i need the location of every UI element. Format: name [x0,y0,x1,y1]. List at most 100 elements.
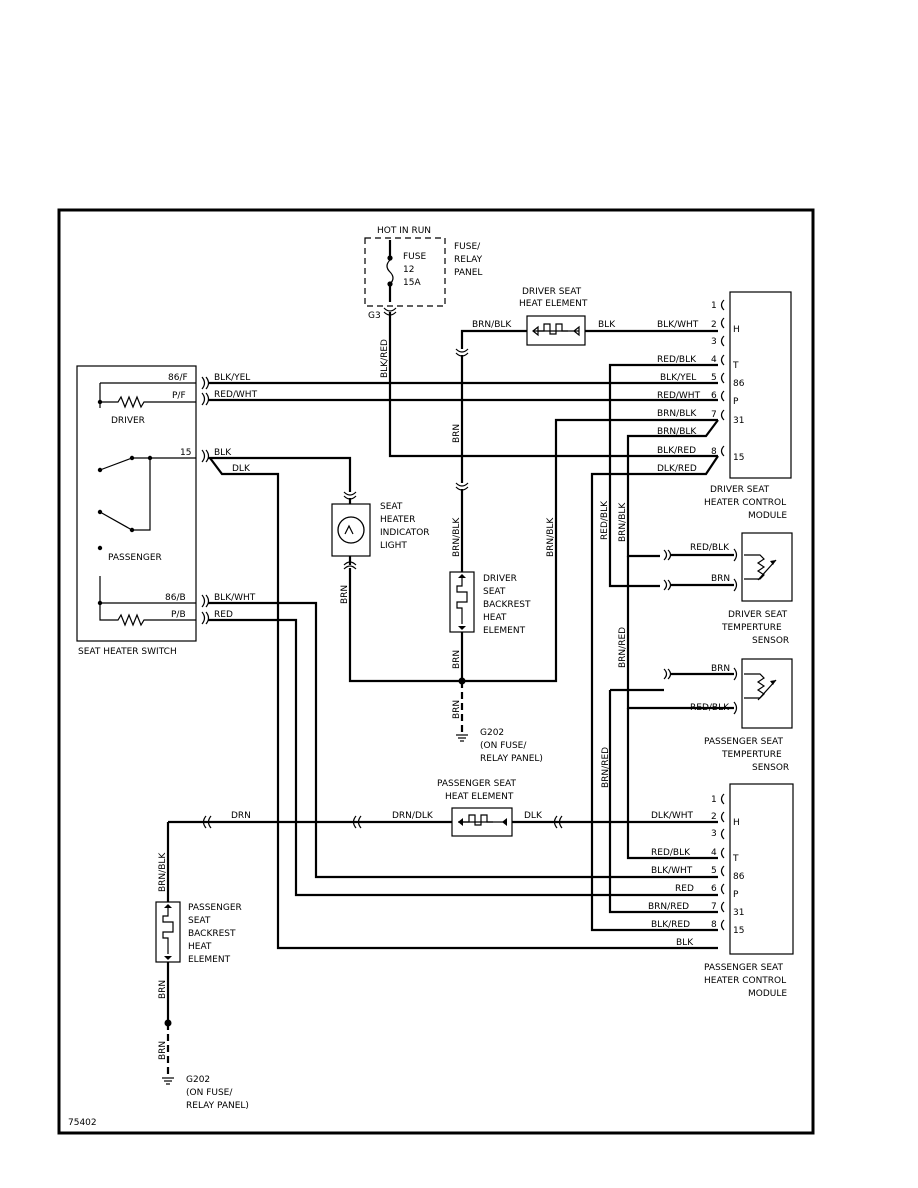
ground-1-line-2: RELAY PANEL) [480,754,543,764]
switch-pin-86f: 86/F [168,373,188,383]
wire-label-red-wht: RED/WHT [214,390,258,400]
pin-label: 1 [711,795,717,805]
switch-driver-label: DRIVER [111,416,145,426]
pin-label: 86 [733,872,745,882]
driver-sensor-wire-top: RED/BLK [690,543,730,553]
pin-label: 86 [733,379,745,389]
seat-heater-switch: SEAT HEATER SWITCH 86/F P/F 15 86/B P/B … [76,365,197,657]
wire-label-brn-indicator: BRN [340,585,350,604]
pass-module-pins: 1 2H 3 4T 586 6P 731 815 [711,793,745,936]
indicator-line-1: SEAT [380,502,403,512]
driver-sensor-line-3: SENSOR [752,636,789,646]
pin-label: P [733,397,739,407]
pin-label: 5 [711,866,717,876]
pass-backrest-line-2: SEAT [188,916,211,926]
wire-label-drn-dlk: DRN/DLK [392,811,434,821]
wire-label-dlk-red: DLK/RED [657,464,697,474]
wire-label-blk-wht-top: BLK/WHT [657,320,699,330]
pin-label: 8 [711,447,717,457]
driver-pin-wire-7: BRN/BLK [657,409,697,419]
pin-label: 15 [733,926,744,936]
pass-pin-wire-5: BLK/WHT [651,866,693,876]
wire-label-red: RED [214,610,233,620]
pass-sensor-line-2: TEMPERTURE [721,750,782,760]
pass-heat-element-line-1: PASSENGER SEAT [437,779,516,789]
driver-backrest-line-1: DRIVER [483,574,517,584]
wire-blk-wht-pass [208,601,718,879]
driver-seat-heat-element: DRIVER SEAT HEAT ELEMENT [519,287,588,346]
pin-label: H [733,325,740,335]
switch-passenger-label: PASSENGER [108,553,162,563]
wire-label-blk-elem: BLK [598,320,616,330]
wire-red-blk-driver [608,363,718,588]
pass-pin-wire-4: RED/BLK [651,848,691,858]
pass-module-line-1: PASSENGER SEAT [704,963,783,973]
switch-pin-86b: 86/B [165,593,186,603]
wire-blk-indicator [208,456,352,492]
wire-label-blk-yel: BLK/YEL [214,373,250,383]
pass-module-line-2: HEATER CONTROL [704,976,786,986]
wire-label-brn-ground: BRN [452,700,462,719]
wire-label-brn-blk-top: BRN/BLK [472,320,512,330]
pass-backrest-line-4: HEAT [188,942,212,952]
fuse-number: 12 [403,265,414,275]
driver-sensor-line-1: DRIVER SEAT [728,610,788,620]
pin-label: 5 [711,373,717,383]
wire-label-brn-red-vert2: BRN/RED [601,747,611,788]
wire-label-blk-wht: BLK/WHT [214,593,256,603]
indicator-line-2: HEATER [380,515,415,525]
pass-pin-wire-7: BRN/RED [648,902,689,912]
pass-row-connectors [202,815,563,829]
pass-sensor-line-3: SENSOR [752,763,789,773]
wire-label-brn-vertical: BRN [452,424,462,443]
driver-backrest-line-3: BACKREST [483,600,531,610]
wire-label-drn: DRN [231,811,251,821]
pass-backrest-line-3: BACKREST [188,929,236,939]
ground-g202-passenger: G202 (ON FUSE/ RELAY PANEL) [162,1075,249,1111]
panel-label-2: RELAY [454,255,483,265]
pass-heat-element-line-2: HEAT ELEMENT [445,792,514,802]
pin-label: 15 [733,453,744,463]
wire-brn-red-pass-pin7 [608,690,718,914]
pin-label: 3 [711,829,717,839]
ground-2-name: G202 [186,1075,210,1085]
driver-seat-temperature-sensor: RED/BLK BRN DRIVER SEAT TEMPERTURE SENSO… [663,532,793,646]
passenger-seat-heater-control-module: PASSENGER SEAT HEATER CONTROL MODULE 1 2… [648,783,794,999]
pass-backrest-line-1: PASSENGER [188,903,242,913]
connector-g3: G3 [368,311,381,321]
fuse-rating: 15A [403,278,421,288]
driver-module-line-1: DRIVER SEAT [710,485,770,495]
diagram-id: 75402 [68,1118,97,1128]
pass-backrest-line-5: ELEMENT [188,955,231,965]
wire-label-brn-pass-1: BRN [158,980,168,999]
driver-pin-wire-6: RED/WHT [657,391,701,401]
wire-label-brn-red-vert: BRN/RED [618,627,628,668]
pass-pin-wire-6: RED [675,884,694,894]
switch-pin-15: 15 [180,448,191,458]
wire-dlk-red [590,455,719,932]
wire-label-red-blk-vert: RED/BLK [600,500,610,540]
driver-backrest-line-2: SEAT [483,587,506,597]
driver-seat-backrest-heat-element: DRIVER SEAT BACKREST HEAT ELEMENT [449,571,531,636]
pin-label: 3 [711,337,717,347]
wire-dlk [209,457,718,950]
driver-backrest-line-4: HEAT [483,613,507,623]
wire-label-blk: BLK [214,448,232,458]
wire-label-brn-blk-long: BRN/BLK [546,517,556,557]
pass-pin-wire-blk: BLK [676,938,694,948]
switch-connectors [201,376,210,625]
driver-pin-wire-8: BLK/RED [657,446,696,456]
switch-pin-pb: P/B [171,610,186,620]
wire-label-brn-backrest-below: BRN [452,650,462,669]
wire-label-brn-blk-junction: BRN/BLK [657,427,697,437]
wire-label-brn-blk-pass: BRN/BLK [158,852,168,892]
pass-sensor-line-1: PASSENGER SEAT [704,737,783,747]
pin-label: 31 [733,416,744,426]
ground-1-line-1: (ON FUSE/ [480,741,527,751]
panel-label-1: FUSE/ [454,242,481,252]
ground-2-line-2: RELAY PANEL) [186,1101,249,1111]
pin-label: H [733,818,740,828]
ground-1-name: G202 [480,728,504,738]
driver-heat-element-line-1: DRIVER SEAT [522,287,582,297]
